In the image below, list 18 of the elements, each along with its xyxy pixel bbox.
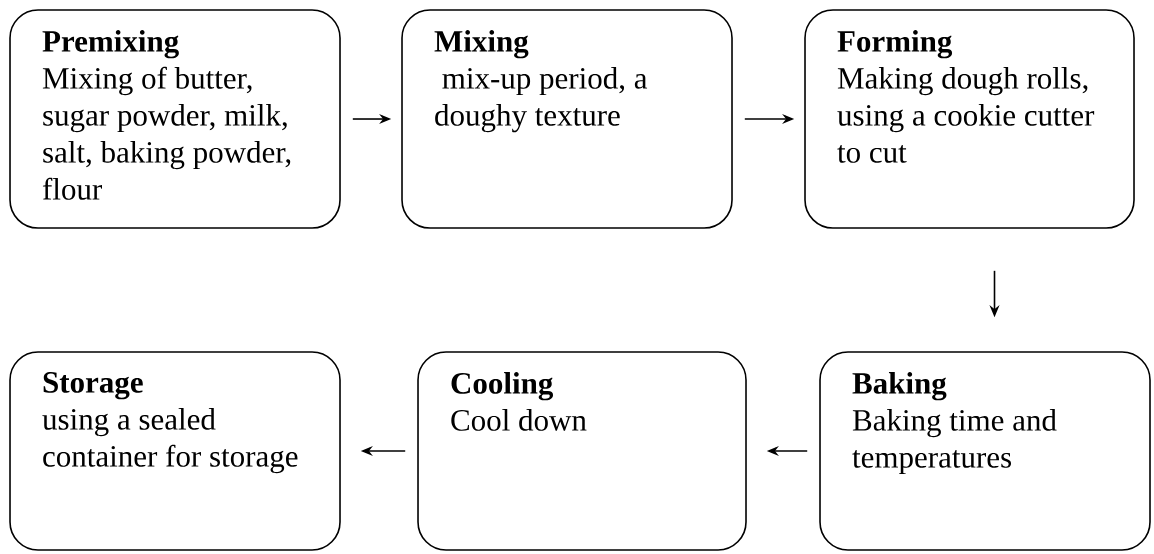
step-title: Mixing	[434, 30, 529, 59]
step-title: Cooling	[451, 372, 554, 401]
process-box	[417, 351, 747, 551]
process-box	[804, 9, 1135, 229]
step-description: mix-up period, a doughy texture	[435, 67, 648, 133]
process-box	[819, 351, 1151, 551]
process-box	[9, 351, 341, 551]
step-description: Baking time and temperatures	[852, 409, 1057, 475]
step-title: Storage	[43, 372, 143, 400]
step-description: Cool down	[451, 409, 587, 431]
step-title: Forming	[837, 30, 953, 59]
step-title: Baking	[852, 372, 947, 401]
step-title: Premixing	[42, 30, 179, 59]
process-box	[9, 9, 341, 229]
step-description: Mixing of butter, sugar powder, milk, salt, baking powder, flour	[42, 66, 291, 200]
step-description: Making dough rolls, using a cookie cutter to cut	[837, 67, 1095, 163]
step-description: using a sealed container for storage	[42, 408, 298, 474]
process-box	[401, 9, 733, 229]
